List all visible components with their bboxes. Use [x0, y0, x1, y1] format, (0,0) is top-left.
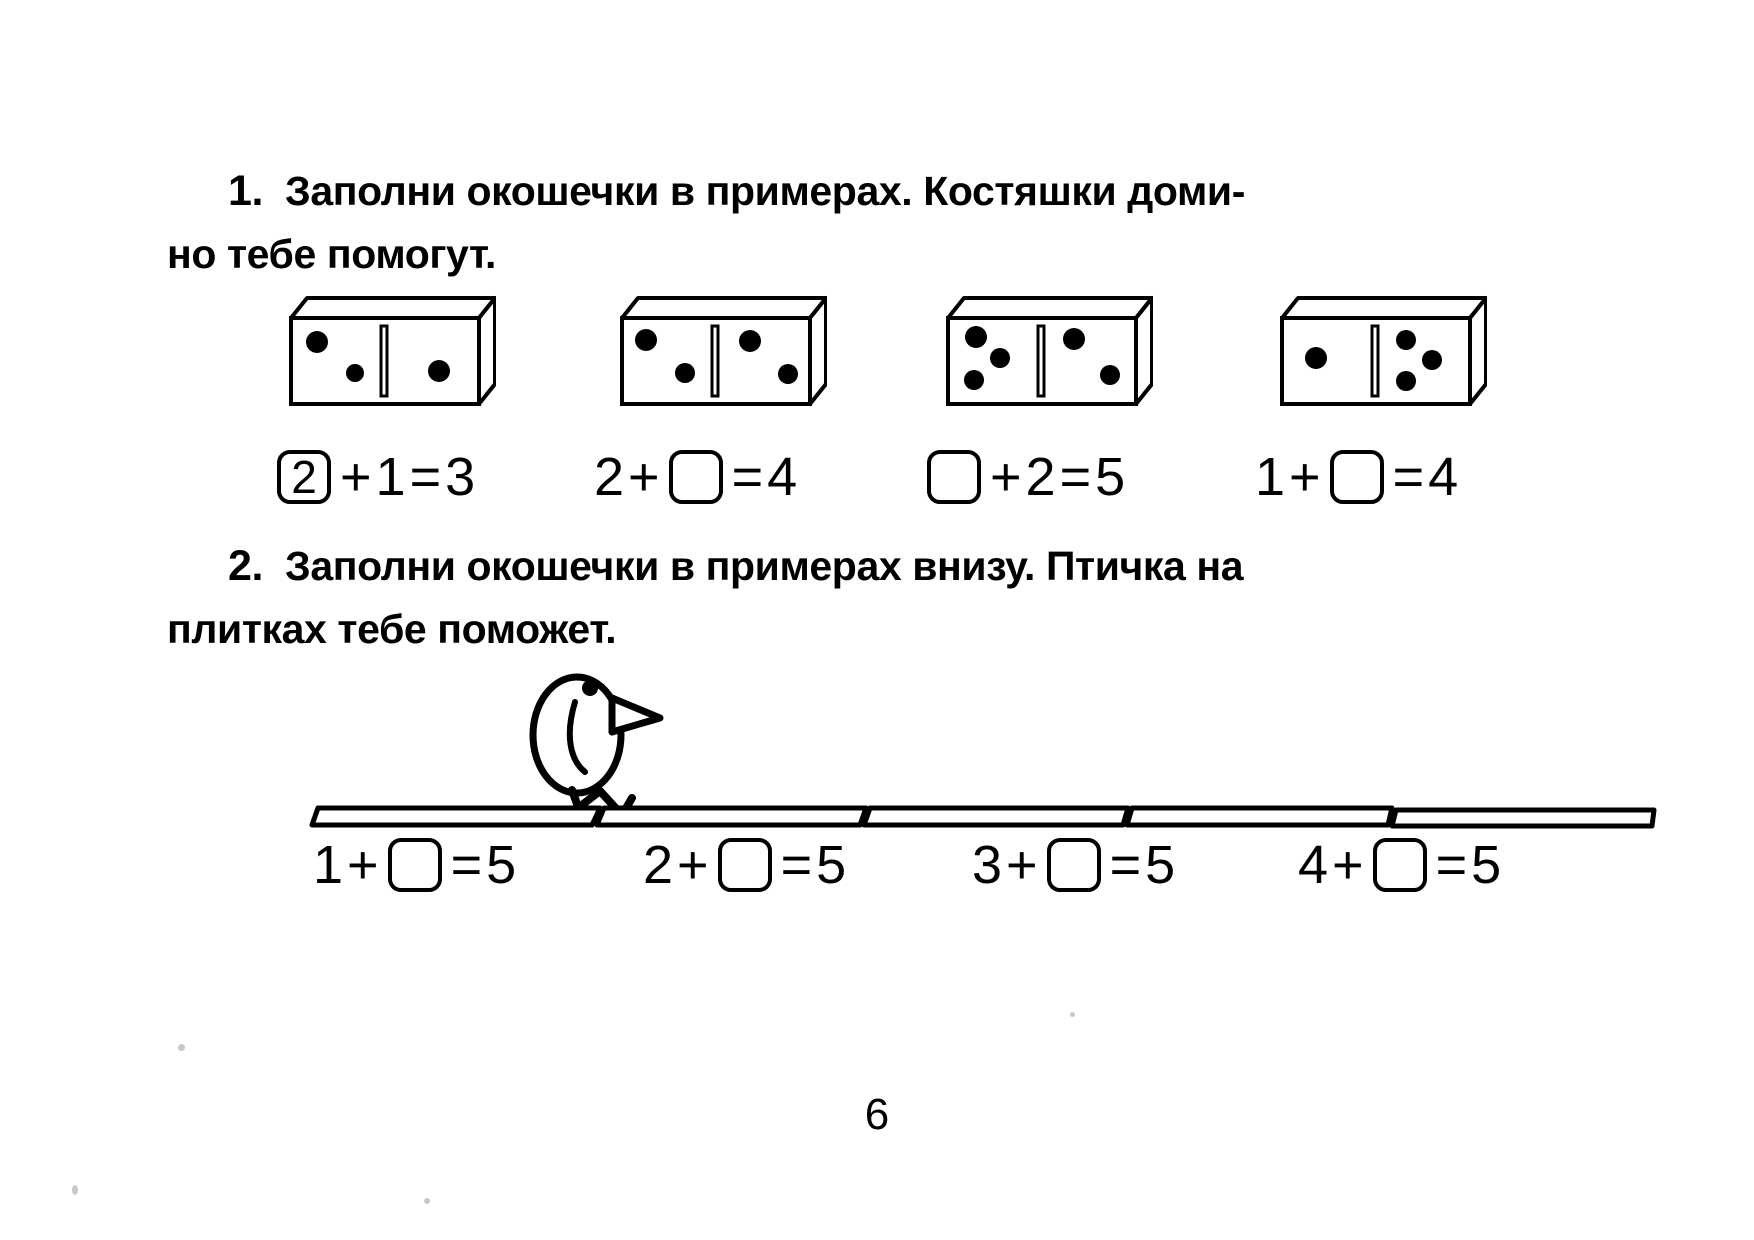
answer-box-2-1[interactable]	[387, 838, 442, 892]
scan-speckle	[72, 1185, 78, 1195]
operand-a-2-1: 1	[313, 835, 344, 895]
answer-box-1-3[interactable]	[927, 450, 981, 504]
tile-3	[861, 805, 1131, 828]
operator-equals-2-4: =	[1435, 835, 1468, 895]
page-number: 6	[864, 1090, 890, 1139]
scan-speckle	[424, 1198, 430, 1204]
equation-2-2: 2 + = 5	[643, 830, 846, 900]
answer-box-2-3[interactable]	[1046, 838, 1101, 892]
operator-equals-1-4: =	[1392, 447, 1425, 507]
equation-row-1: 2 + 1 = 3 2 + = 4 + 2 = 5 1 + = 4	[0, 442, 1754, 512]
answer-box-1-4[interactable]	[1329, 450, 1384, 504]
operand-b-1-3: 2	[1025, 447, 1056, 507]
answer-box-2-4[interactable]	[1372, 838, 1427, 892]
operand-a-1-2: 2	[594, 447, 625, 507]
answer-box-1-2[interactable]	[668, 450, 723, 504]
equation-row-2: 1 + = 5 2 + = 5 3 + = 5 4 + = 5	[0, 830, 1754, 900]
operator-equals-2-1: =	[450, 835, 483, 895]
task-2-number: 2.	[228, 542, 264, 590]
operator-plus-2-4: +	[1332, 835, 1364, 895]
domino-tile-4	[1272, 290, 1487, 410]
answer-box-2-2[interactable]	[717, 838, 772, 892]
task-2-heading: 2. Заполни окошечки в примерах внизу. Пт…	[167, 535, 1244, 659]
task-1-line1: Заполни окошечки в примерах. Костяшки до…	[285, 168, 1245, 214]
domino-tile-3	[938, 290, 1153, 410]
result-1-3: 5	[1095, 447, 1126, 507]
operator-plus-1-4: +	[1289, 447, 1321, 507]
operator-plus-1-3: +	[990, 447, 1022, 507]
operator-equals-2-2: =	[780, 835, 813, 895]
operator-plus-2-2: +	[677, 835, 709, 895]
equation-2-1: 1 + = 5	[313, 830, 516, 900]
tile-1	[309, 805, 603, 828]
domino-tile-2	[612, 290, 827, 410]
result-2-2: 5	[816, 835, 847, 895]
result-1-2: 4	[767, 447, 798, 507]
operand-a-2-3: 3	[972, 835, 1003, 895]
tile-4	[1124, 805, 1395, 828]
tile-strip	[309, 805, 1657, 829]
result-1-1: 3	[445, 447, 476, 507]
operand-a-2-2: 2	[643, 835, 674, 895]
scan-speckle	[1070, 1012, 1075, 1017]
operator-plus-2-3: +	[1006, 835, 1038, 895]
equation-1-2: 2 + = 4	[594, 442, 797, 512]
task-2-line1: Заполни окошечки в примерах внизу. Птичк…	[285, 543, 1244, 589]
task-1-number: 1.	[228, 167, 264, 215]
domino-tile-1	[281, 290, 496, 410]
task-1-line2: но тебе помогут.	[167, 230, 497, 277]
domino-row	[0, 290, 1754, 420]
answer-box-1-1[interactable]: 2	[277, 450, 331, 504]
tile-2	[594, 805, 869, 828]
operator-plus-1-1: +	[340, 447, 372, 507]
bird-icon	[529, 673, 664, 826]
task-2-line2: плитках тебе поможет.	[167, 605, 617, 652]
result-2-3: 5	[1145, 835, 1176, 895]
operator-plus-1-2: +	[628, 447, 660, 507]
operator-equals-1-2: =	[731, 447, 764, 507]
result-2-4: 5	[1471, 835, 1502, 895]
operator-plus-2-1: +	[347, 835, 379, 895]
operator-equals-1-3: =	[1059, 447, 1092, 507]
operator-equals-1-1: =	[409, 447, 442, 507]
equation-1-1: 2 + 1 = 3	[272, 442, 475, 512]
operand-a-1-4: 1	[1255, 447, 1286, 507]
result-2-1: 5	[486, 835, 517, 895]
operator-equals-2-3: =	[1109, 835, 1142, 895]
bird-on-tiles-illustration	[0, 640, 1754, 830]
scan-speckle	[178, 1044, 185, 1051]
equation-1-3: + 2 = 5	[922, 442, 1125, 512]
result-1-4: 4	[1428, 447, 1459, 507]
equation-1-4: 1 + = 4	[1255, 442, 1458, 512]
operand-b-1-1: 1	[375, 447, 406, 507]
equation-2-3: 3 + = 5	[972, 830, 1175, 900]
operand-a-2-4: 4	[1298, 835, 1329, 895]
equation-2-4: 4 + = 5	[1298, 830, 1501, 900]
task-1-heading: 1. Заполни окошечки в примерах. Костяшки…	[167, 160, 1245, 284]
tile-5	[1389, 807, 1657, 829]
